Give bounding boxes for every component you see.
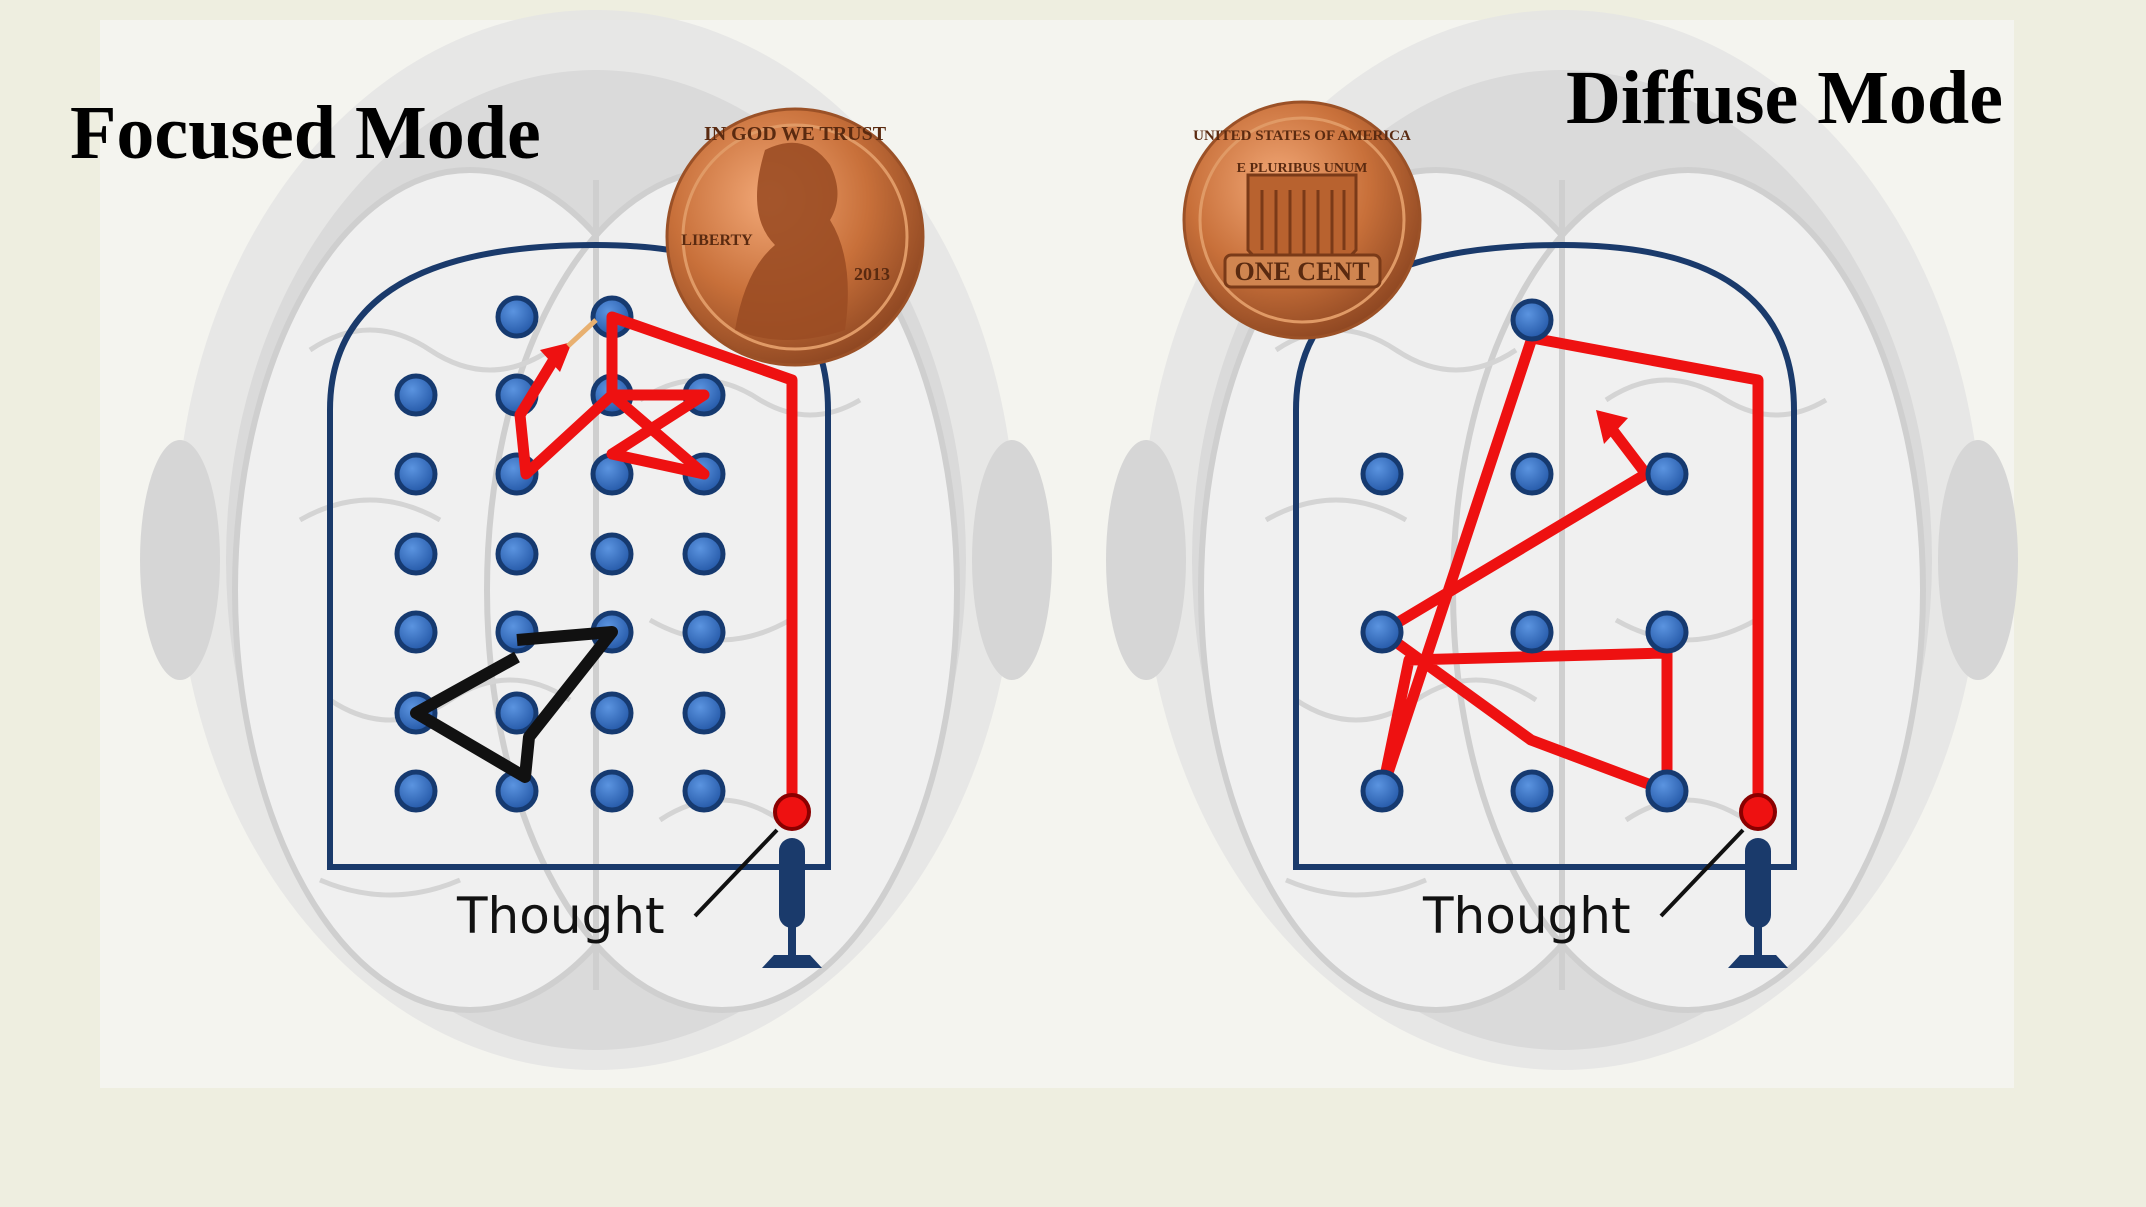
diffuse-mode-title: Diffuse Mode <box>1566 56 2003 140</box>
penny-denomination: ONE CENT <box>1234 257 1369 286</box>
diffuse-pinball-plunger <box>1728 838 1788 968</box>
focused-pinball-plunger <box>762 838 822 968</box>
focused-mode-title: Focused Mode <box>70 91 541 175</box>
penny-liberty: LIBERTY <box>681 232 753 249</box>
penny-front-image: IN GOD WE TRUST LIBERTY 2013 <box>665 107 925 367</box>
diffuse-arrowhead <box>1596 410 1628 444</box>
focused-thought-origin <box>773 793 811 831</box>
focused-thought-label: Thought <box>457 887 665 945</box>
diffuse-thought-label: Thought <box>1423 887 1631 945</box>
focused-familiar-path <box>410 626 618 783</box>
focused-faint-link <box>566 318 598 348</box>
focused-node-grid <box>394 295 726 813</box>
penny-motto: IN GOD WE TRUST <box>704 123 887 145</box>
penny-back-image: UNITED STATES OF AMERICA E PLURIBUS UNUM… <box>1182 100 1422 340</box>
penny-back-motto: E PLURIBUS UNUM <box>1237 161 1368 176</box>
diffuse-pointer <box>1659 828 1745 918</box>
diffuse-node-grid <box>1360 298 1689 813</box>
penny-year: 2013 <box>854 264 890 284</box>
focused-pointer <box>693 828 779 918</box>
focused-arrowhead <box>540 342 572 372</box>
focused-thought-path <box>514 311 798 812</box>
penny-arc-text: UNITED STATES OF AMERICA <box>1193 128 1411 144</box>
diffuse-thought-origin <box>1739 793 1777 831</box>
